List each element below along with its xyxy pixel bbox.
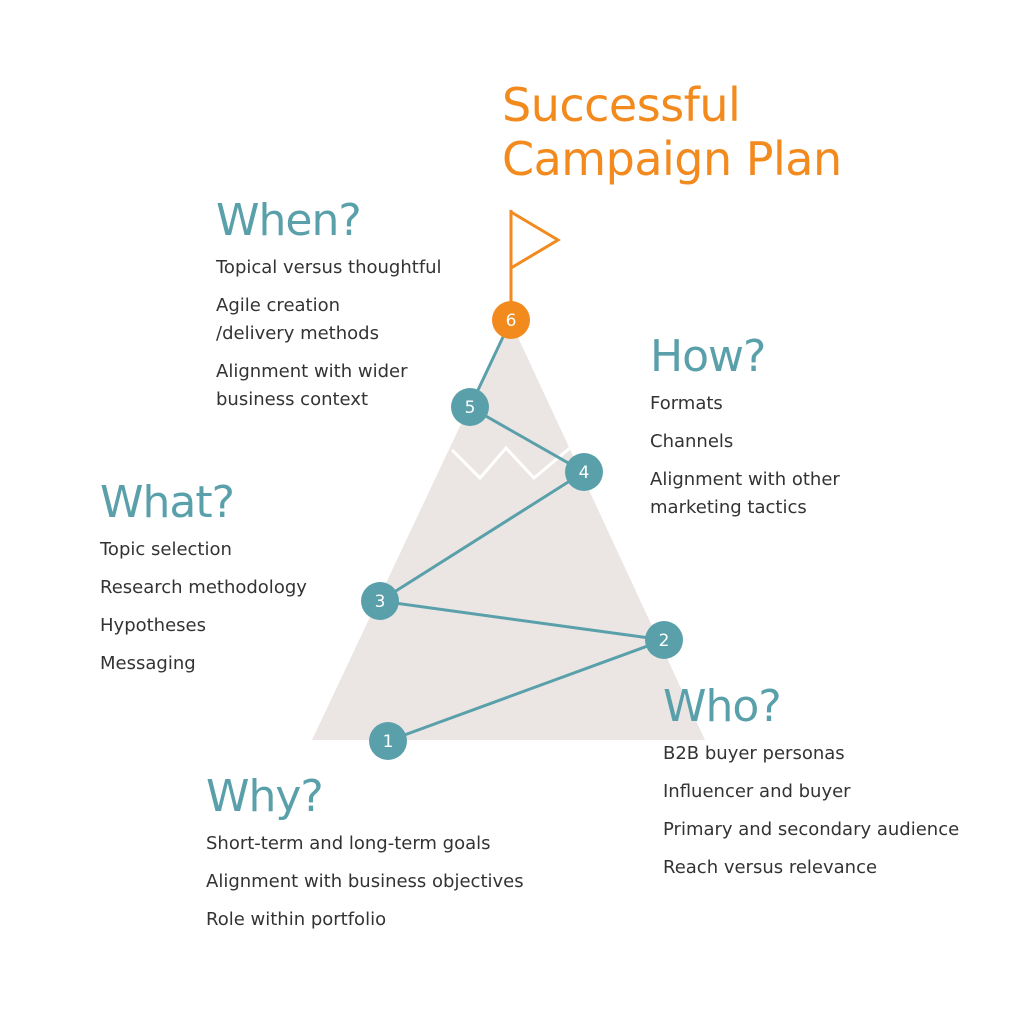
what-item: Topic selection [100,539,232,560]
how-item: marketing tactics [650,497,807,518]
mountain-shape [312,320,705,740]
section-heading-when: When? [216,195,362,246]
when-item: business context [216,389,369,410]
who-item: B2B buyer personas [663,743,845,764]
path-node-1: 1 [369,722,407,760]
when-item: /delivery methods [216,323,379,344]
svg-text:1: 1 [383,732,394,752]
svg-text:5: 5 [465,398,476,418]
section-heading-who: Who? [663,681,782,732]
section-who: Who? B2B buyer personas Influencer and b… [663,682,959,892]
title-line-1: Successful [502,78,741,132]
when-item: Alignment with wider [216,361,408,382]
path-node-6-summit: 6 [492,301,530,339]
section-why: Why? Short-term and long-term goals Alig… [206,772,524,944]
who-item: Primary and secondary audience [663,819,960,840]
how-item: Formats [650,393,723,414]
why-item: Role within portfolio [206,909,387,930]
section-how: How? Formats Channels Alignment with oth… [650,332,840,532]
path-node-4: 4 [565,453,603,491]
section-heading-what: What? [100,477,235,528]
section-when: When? Topical versus thoughtful Agile cr… [216,196,442,424]
path-node-2: 2 [645,621,683,659]
who-item: Influencer and buyer [663,781,851,802]
what-item: Hypotheses [100,615,206,636]
title-line-2: Campaign Plan [502,132,842,186]
svg-text:3: 3 [375,592,386,612]
path-node-3: 3 [361,582,399,620]
svg-text:2: 2 [659,631,670,651]
when-item: Agile creation [216,295,341,316]
svg-text:6: 6 [506,311,517,331]
section-what: What? Topic selection Research methodolo… [100,478,307,688]
when-item: Topical versus thoughtful [216,257,442,278]
who-item: Reach versus relevance [663,857,878,878]
why-item: Short-term and long-term goals [206,833,491,854]
diagram-title: Successful Campaign Plan [502,78,842,186]
why-item: Alignment with business objectives [206,871,524,892]
what-item: Research methodology [100,577,307,598]
section-heading-why: Why? [206,771,324,822]
how-item: Alignment with other [650,469,840,490]
how-item: Channels [650,431,734,452]
path-node-5: 5 [451,388,489,426]
what-item: Messaging [100,653,196,674]
svg-text:4: 4 [579,463,590,483]
section-heading-how: How? [650,331,766,382]
snow-cap-outline [450,445,571,481]
